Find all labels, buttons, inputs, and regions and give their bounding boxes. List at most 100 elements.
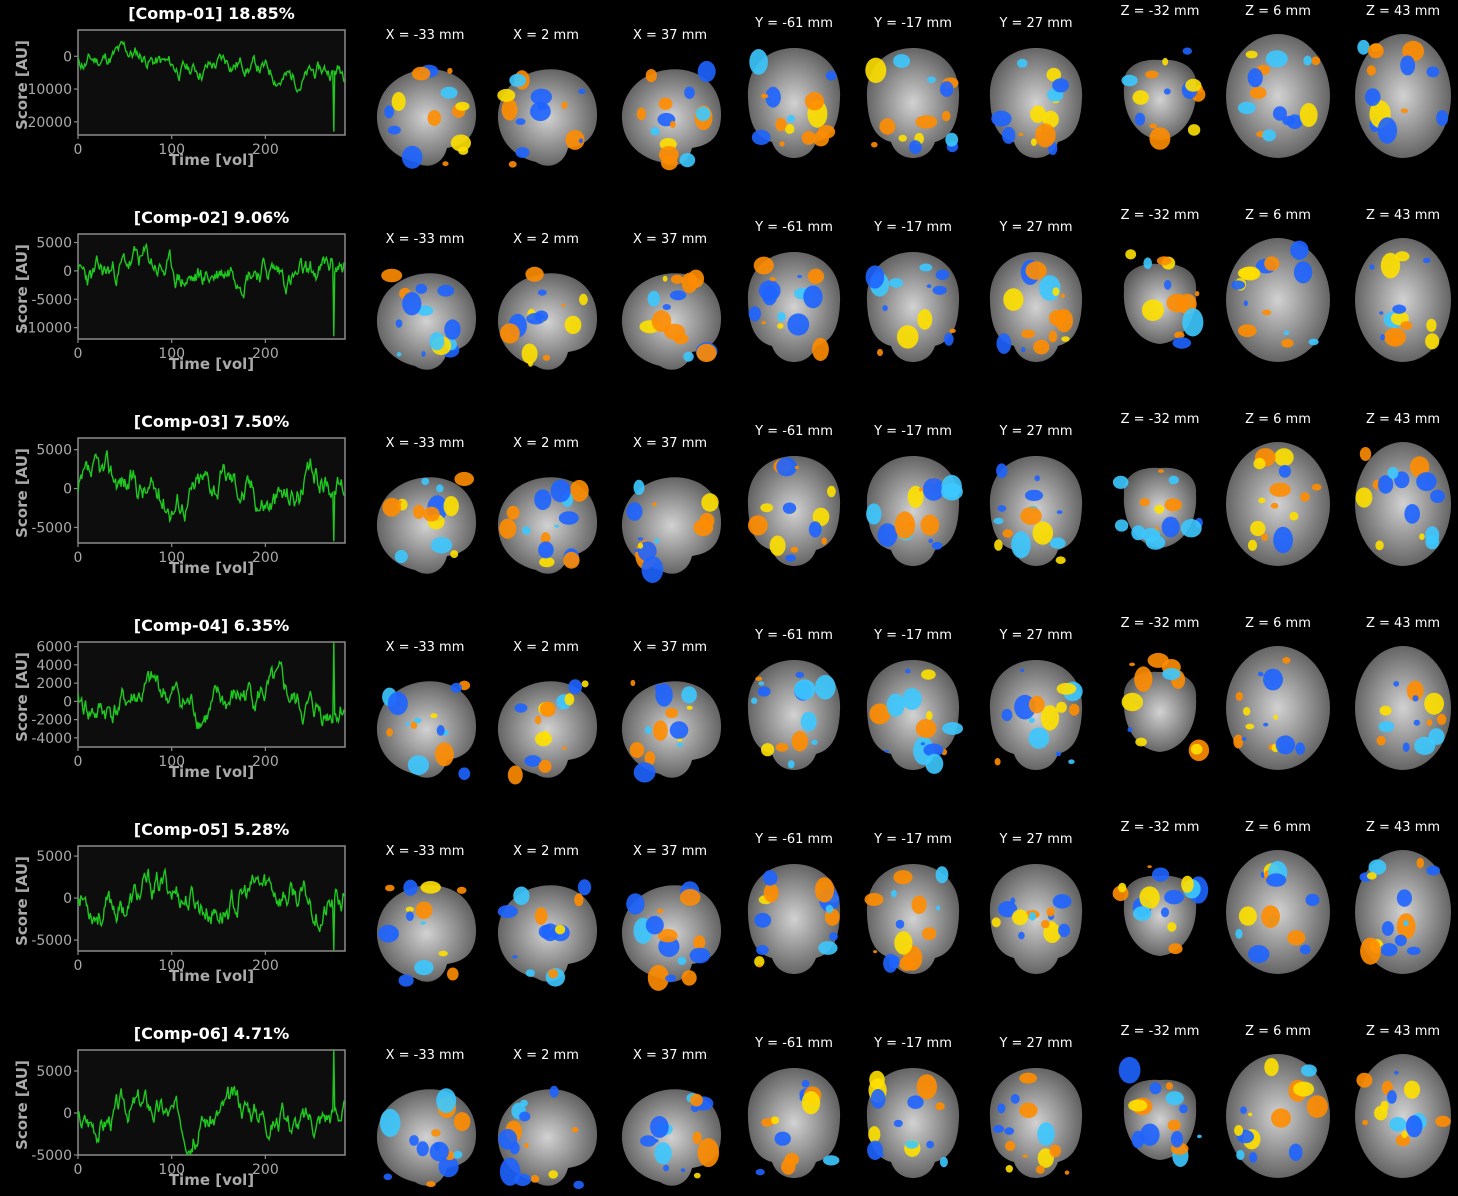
negative-activation-blob — [1018, 931, 1025, 940]
negative-activation-blob — [893, 54, 911, 68]
negative-activation-blob — [1387, 467, 1399, 479]
negative-activation-blob — [1381, 921, 1394, 936]
positive-activation-blob — [564, 693, 575, 706]
slice-coordinate-label: Y = 27 mm — [999, 220, 1073, 235]
positive-activation-blob — [871, 141, 878, 148]
negative-activation-blob — [406, 911, 414, 922]
positive-activation-blob — [662, 275, 668, 282]
positive-activation-blob — [670, 274, 684, 284]
negative-activation-blob — [440, 86, 458, 99]
negative-activation-blob — [1180, 519, 1202, 538]
positive-activation-blob — [1118, 882, 1127, 893]
positive-activation-blob — [450, 550, 459, 559]
negative-activation-blob — [825, 70, 837, 81]
x-axis-label: Time [vol] — [168, 763, 255, 781]
positive-activation-blob — [651, 310, 672, 332]
positive-activation-blob — [794, 465, 799, 470]
negative-activation-blob — [829, 932, 838, 941]
brain-image — [376, 1088, 477, 1188]
brain-slice: Z = 43 mm — [1345, 1024, 1458, 1194]
positive-activation-blob — [1165, 1082, 1173, 1090]
negative-activation-blob — [680, 1168, 686, 1173]
brain-outline — [376, 1089, 477, 1186]
brain-slice: Z = -32 mm — [1102, 412, 1218, 582]
positive-activation-blob — [447, 967, 459, 981]
positive-activation-blob — [438, 950, 448, 957]
negative-activation-blob — [384, 105, 394, 119]
negative-activation-blob — [679, 153, 696, 168]
positive-activation-blob — [1047, 921, 1056, 928]
positive-activation-blob — [458, 146, 469, 155]
slice-coordinate-label: Z = -32 mm — [1120, 4, 1200, 19]
y-axis-label: Score [AU] — [13, 40, 31, 130]
positive-activation-blob — [1238, 906, 1257, 926]
positive-activation-blob — [1139, 886, 1160, 909]
positive-activation-blob — [769, 535, 786, 556]
negative-activation-blob — [1141, 528, 1161, 542]
brain-slice: Y = -17 mm — [855, 208, 971, 378]
positive-activation-blob — [760, 503, 774, 513]
positive-activation-blob — [1032, 521, 1054, 545]
slice-coordinate-label: Z = 6 mm — [1245, 208, 1311, 223]
brain-outline — [866, 252, 960, 362]
negative-activation-blob — [1131, 525, 1146, 541]
negative-activation-blob — [549, 1085, 559, 1098]
negative-activation-blob — [438, 1156, 459, 1178]
negative-activation-blob — [1295, 742, 1306, 755]
y-axis-label: Score [AU] — [13, 1060, 31, 1150]
positive-activation-blob — [1355, 487, 1373, 508]
slice-coordinate-label: Z = 43 mm — [1365, 1024, 1441, 1039]
slice-coordinate-label: X = -33 mm — [385, 436, 465, 451]
positive-activation-blob — [865, 57, 887, 83]
positive-activation-blob — [873, 950, 878, 954]
brain-image — [989, 1068, 1083, 1178]
positive-activation-blob — [994, 758, 1001, 766]
positive-activation-blob — [784, 1152, 800, 1166]
brain-slice: X = -33 mm — [367, 208, 483, 378]
positive-activation-blob — [385, 884, 395, 892]
negative-activation-blob — [405, 722, 410, 726]
positive-activation-blob — [1245, 723, 1255, 730]
negative-activation-blob — [893, 1119, 903, 1128]
slice-coordinate-label: Y = -61 mm — [755, 16, 833, 31]
positive-activation-blob — [645, 69, 657, 83]
positive-activation-blob — [1235, 691, 1244, 701]
negative-activation-blob — [1056, 510, 1063, 514]
brain-outline — [376, 477, 477, 574]
negative-activation-blob — [436, 1088, 457, 1114]
positive-activation-blob — [994, 539, 1003, 551]
negative-activation-blob — [626, 502, 643, 521]
negative-activation-blob — [811, 739, 818, 745]
negative-activation-blob — [1412, 695, 1419, 702]
negative-activation-blob — [932, 285, 947, 295]
slice-coordinate-label: Z = -32 mm — [1120, 616, 1200, 631]
brain-outline — [1226, 442, 1330, 566]
negative-activation-blob — [420, 921, 426, 925]
positive-activation-blob — [644, 751, 656, 766]
slice-coordinate-label: Y = -61 mm — [755, 1036, 833, 1051]
negative-activation-blob — [436, 725, 445, 736]
x-tick-label: 0 — [74, 346, 83, 362]
slice-coordinate-label: Y = -17 mm — [874, 1036, 952, 1051]
negative-activation-blob — [935, 866, 949, 884]
negative-activation-blob — [909, 140, 922, 154]
negative-activation-blob — [538, 541, 554, 559]
negative-activation-blob — [762, 284, 778, 306]
negative-activation-blob — [640, 1135, 657, 1147]
brain-image — [1112, 865, 1209, 956]
slice-coordinate-label: Y = -17 mm — [874, 16, 952, 31]
negative-activation-blob — [1303, 55, 1312, 66]
positive-activation-blob — [821, 537, 827, 545]
negative-activation-blob — [654, 538, 660, 544]
negative-activation-blob — [1165, 1091, 1184, 1106]
positive-activation-blob — [647, 964, 669, 991]
positive-activation-blob — [911, 895, 927, 914]
negative-activation-blob — [1406, 946, 1421, 956]
slice-coordinate-label: Y = -17 mm — [874, 220, 952, 235]
positive-activation-blob — [1154, 504, 1165, 514]
brain-image — [747, 252, 841, 362]
brain-slice: Y = 27 mm — [978, 1024, 1094, 1194]
